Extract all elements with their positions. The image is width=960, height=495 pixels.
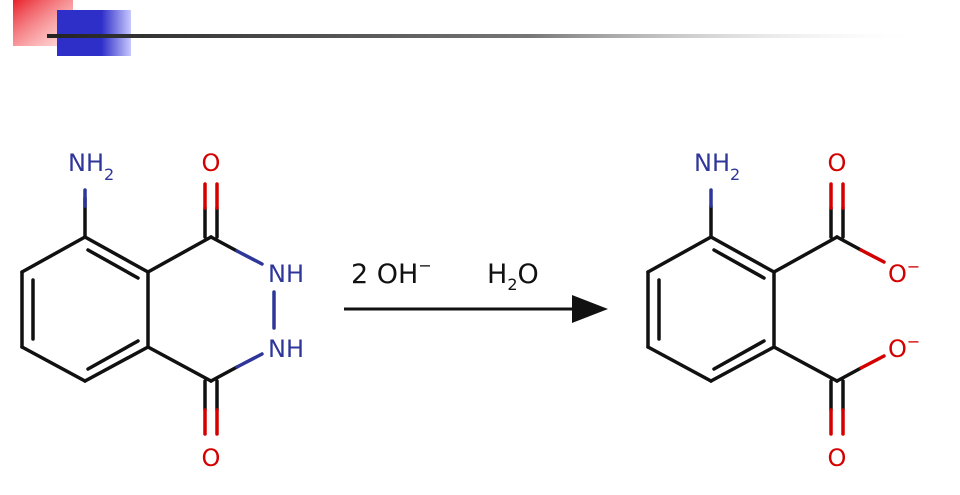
product-oxygen-label-bottom: O (828, 444, 847, 472)
oxygen-label-top: O (202, 149, 221, 177)
reactant-luminol (20, 182, 276, 436)
bond (83, 235, 150, 274)
double-bond-inner (86, 339, 140, 371)
bond (20, 235, 87, 274)
product-amine-label: NH2 (694, 149, 740, 184)
arrow-head (572, 295, 608, 323)
c-ominus-bond (859, 248, 886, 264)
blue-accent-square (57, 10, 131, 56)
bond (146, 345, 213, 383)
cn-bond (209, 365, 239, 383)
c-ominus-bond (859, 354, 886, 370)
amine-label: NH2 (68, 149, 114, 184)
header-rule (47, 34, 927, 38)
bond (146, 235, 213, 274)
bond (646, 345, 713, 383)
bond (83, 345, 150, 383)
double-bond-inner (712, 339, 766, 371)
c-ominus-bond (835, 235, 863, 252)
double-bond-inner (712, 248, 766, 280)
header-decoration (13, 0, 927, 56)
bond (772, 345, 839, 383)
c-ominus-bond (835, 366, 863, 383)
nh-label-top: NH (268, 260, 304, 288)
cn-bond (235, 352, 264, 369)
carboxylate-oxygen-top: O− (888, 257, 920, 288)
bond (772, 235, 839, 274)
base-reagent: 2 OH− (351, 256, 432, 290)
cn-bond (235, 249, 264, 266)
bond (709, 345, 776, 383)
bond (709, 235, 776, 274)
bond (646, 235, 713, 274)
water-reagent: H2O (487, 259, 539, 294)
double-bond-inner (86, 248, 140, 280)
oxygen-label-bottom: O (202, 444, 221, 472)
cn-bond (209, 235, 239, 253)
bond (20, 345, 87, 383)
reaction-arrow (344, 295, 608, 323)
product-oxygen-label-top: O (828, 149, 847, 177)
product-aminophthalate (646, 182, 886, 436)
nh-label-bottom: NH (268, 335, 304, 363)
carboxylate-oxygen-bottom: O− (888, 332, 920, 363)
